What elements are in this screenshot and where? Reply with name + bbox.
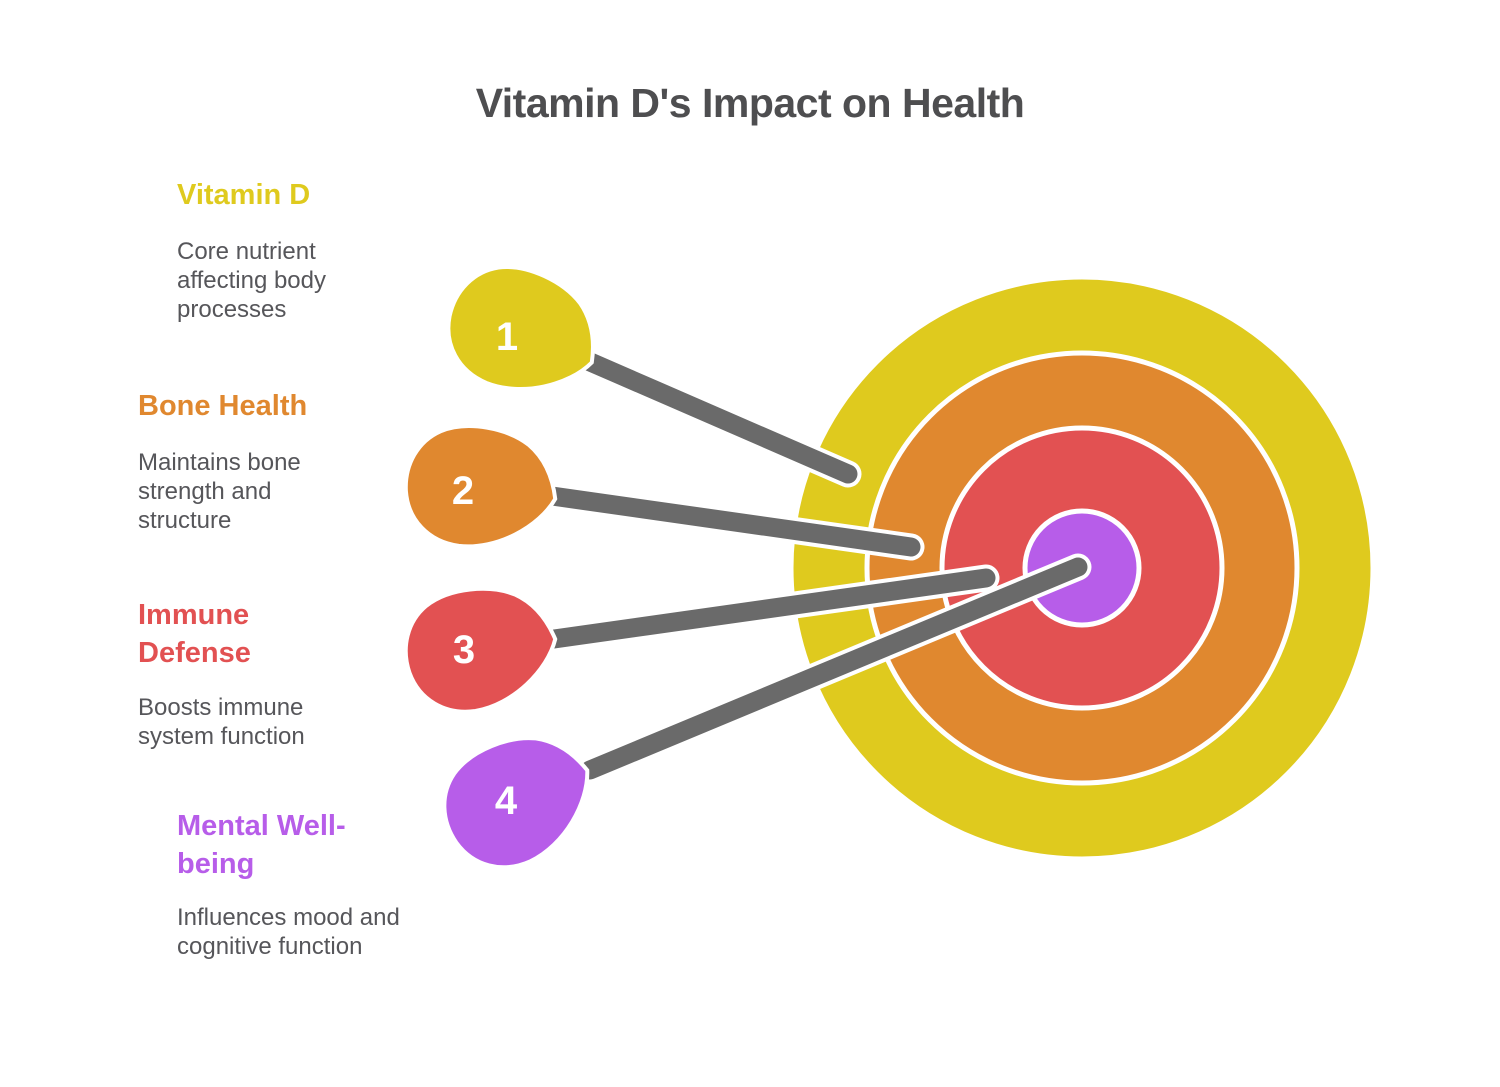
connector-4 [580, 557, 1088, 780]
blob-number-3: 3 [453, 628, 475, 672]
blob-shape-3 [403, 586, 558, 714]
connector-1 [578, 351, 858, 484]
blob-shape-1 [446, 265, 595, 391]
item-description-vitamin-d: Core nutrient affecting body processes [177, 238, 327, 323]
item-description-immune-defense: Boosts immune system function [138, 694, 305, 750]
blob-number-1: 1 [496, 315, 518, 359]
item-description-mental-wellbeing: Influences mood and cognitive function [177, 904, 400, 960]
connector-3 [544, 568, 996, 649]
blob-shape-4 [442, 736, 590, 870]
item-label-bone-health: Bone Health [138, 390, 308, 422]
connector-2 [542, 486, 921, 557]
blob-number-2: 2 [452, 469, 474, 513]
page-title: Vitamin D's Impact on Health [475, 80, 1025, 126]
blob-shape-2 [403, 424, 558, 549]
connector-lines [538, 347, 1092, 784]
blob-numbers: 1 2 3 4 [452, 315, 518, 823]
item-label-mental-wellbeing: Mental Well-being [177, 810, 346, 880]
item-label-immune-defense: Immune Defense [138, 599, 251, 669]
item-label-vitamin-d: Vitamin D [177, 179, 311, 211]
blob-markers [403, 265, 595, 870]
blob-number-4: 4 [495, 779, 518, 823]
item-description-bone-health: Maintains bone strength and structure [138, 449, 301, 534]
